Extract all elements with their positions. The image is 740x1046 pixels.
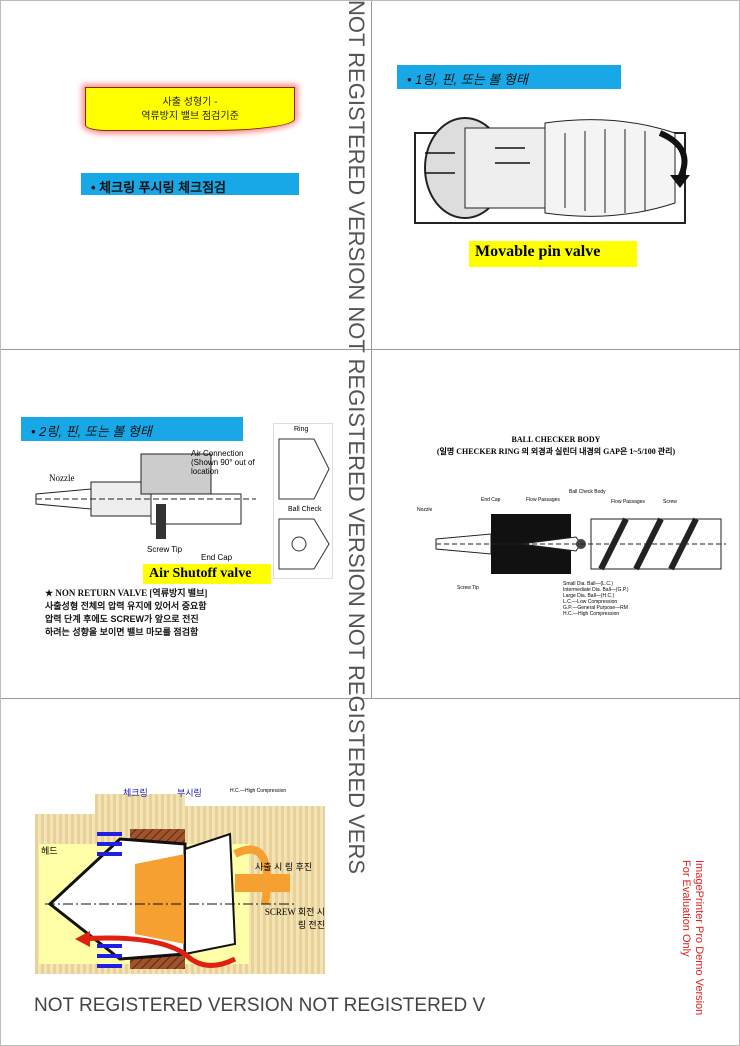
section-bar: • 2링, 핀, 또는 볼 형태: [21, 417, 243, 441]
label-head: 헤드: [41, 846, 58, 856]
label-screw-tip: Screw Tip: [147, 545, 183, 554]
label-nozzle: Nozzle: [417, 507, 433, 513]
legend-item: L.C.—Low Compression: [563, 599, 618, 605]
section-bar: • 1링, 핀, 또는 볼 형태: [397, 65, 621, 89]
label-end-cap: End Cap: [201, 553, 233, 562]
air-shutoff-drawing: [35, 453, 256, 539]
title-line: 사출 성형기 -: [162, 97, 218, 108]
label-legend-top: H.C.—High Compression: [230, 788, 287, 794]
label-end-cap: End Cap: [481, 497, 501, 503]
notes: ★ NON RETURN VALVE [역류방지 밸브] 사출성형 전체의 압력…: [45, 587, 207, 639]
label-screw: Screw: [663, 499, 677, 505]
legend-item: G.P.—General Purpose—RM: [563, 605, 628, 611]
watermark-vertical: NOT REGISTERED VERSION NOT REGISTERED VE…: [344, 0, 369, 875]
section-bar: • 체크링 푸시링 체크점검: [81, 173, 299, 195]
valve-drawing: [45, 829, 295, 969]
legend-item: H.C.—High Compression: [563, 611, 620, 617]
legend-item: Large Dia. Ball—(H.C.): [563, 593, 615, 599]
label-ball-check-body: Ball Check Body: [569, 489, 606, 495]
ring-ball-inset: Ring Ball Check: [273, 423, 333, 579]
slide-2: • 1링, 핀, 또는 볼 형태 Movable pin valve: [371, 1, 740, 349]
demo-line: For Evaluation Only: [680, 860, 692, 957]
check-ring-diagram: 체크링 부시링 H.C.—High Compression 헤드 사출 시 링 …: [35, 788, 325, 974]
label-screw-rotation: SCREW 회전 시 링 전진: [264, 907, 325, 930]
ball-checker-drawing: [435, 514, 726, 574]
divider: [1, 349, 740, 350]
divider: [1, 698, 740, 699]
slide-title-box: 사출 성형기 - 역류방지 밸브 점검기준: [85, 87, 295, 131]
caption: Movable pin valve: [469, 241, 637, 267]
pin-valve-drawing: [414, 117, 690, 224]
slide-5: 체크링 부시링 H.C.—High Compression 헤드 사출 시 링 …: [1, 698, 371, 1046]
legend-item: Intermediate Dia. Ball—(G.P.): [563, 587, 629, 593]
note-line: 사출성형 전체의 압력 유지에 있어서 중요함: [45, 601, 207, 611]
label-check-ring: 체크링: [123, 788, 148, 798]
label-screw-tip: Screw Tip: [457, 585, 479, 591]
slide-title: BALL CHECKER BODY: [511, 435, 601, 444]
slide-1: 사출 성형기 - 역류방지 밸브 점검기준 • 체크링 푸시링 체크점검: [1, 1, 371, 349]
legend-item: Small Dia. Ball—(L.C.): [563, 581, 614, 587]
caption: Air Shutoff valve: [143, 564, 271, 584]
label-ball-check: Ball Check: [288, 506, 322, 513]
label-flow-passages: Flow Passages: [611, 499, 645, 505]
slide-subtitle: (일명 CHECKER RING 의 외경과 실린더 내경의 GAP은 1~5/…: [436, 447, 676, 456]
label-flow-passages: Flow Passages: [526, 497, 560, 503]
title-line: 역류방지 밸브 점검기준: [141, 111, 239, 122]
label-nozzle: Nozzle: [49, 473, 75, 483]
label-ring: Ring: [294, 426, 309, 433]
label-push-ring: 부시링: [177, 788, 202, 798]
slide-4: BALL CHECKER BODY (일명 CHECKER RING 의 외경과…: [371, 349, 740, 697]
demo-watermark: ImagePrinter Pro Demo Version For Evalua…: [679, 860, 705, 1015]
ring-ball-drawing: [278, 438, 330, 570]
label-air-connection: Air Connection (Shown 90° out of locatio…: [191, 449, 255, 476]
bar-label: • 1링, 핀, 또는 볼 형태: [407, 72, 528, 87]
note-line: 하려는 성향을 보이면 밸브 마모를 점검함: [45, 627, 199, 637]
watermark-horizontal: NOT REGISTERED VERSION NOT REGISTERED V: [34, 995, 486, 1016]
label-injection: 사출 시 링 후진: [255, 862, 313, 872]
demo-line: ImagePrinter Pro Demo Version: [693, 860, 705, 1016]
note-line: 압력 단계 후에도 SCREW가 앞으로 전진: [45, 614, 199, 624]
slide-3: • 2링, 핀, 또는 볼 형태 Nozzle Air Connection (…: [1, 349, 371, 697]
bar-label: • 2링, 핀, 또는 볼 형태: [31, 424, 152, 439]
note-line: ★ NON RETURN VALVE [역류방지 밸브]: [45, 588, 208, 598]
ball-size-legend: Small Dia. Ball—(L.C.) Intermediate Dia.…: [563, 581, 629, 617]
